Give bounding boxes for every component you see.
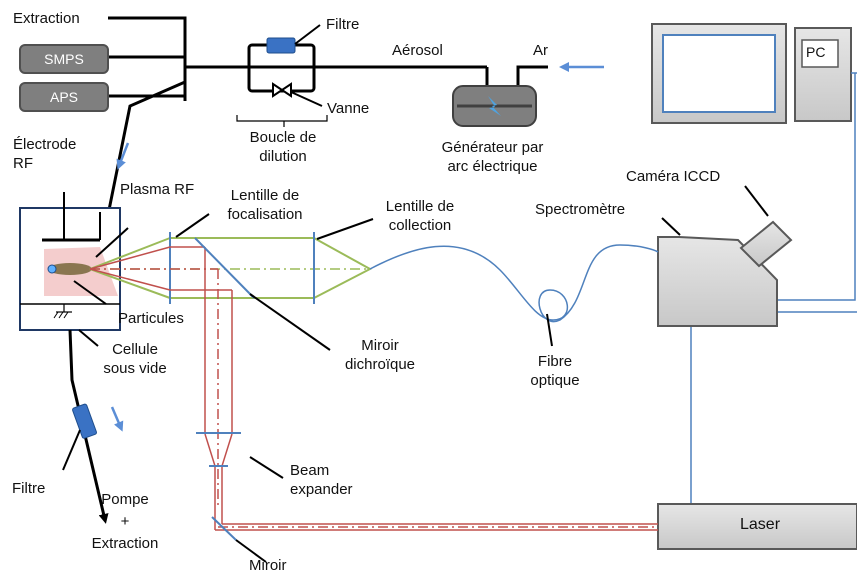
miroir-dich-leader	[249, 293, 331, 351]
lentille-foc-label: Lentille de focalisation	[205, 186, 325, 224]
spectrometre-label: Spectromètre	[535, 201, 626, 218]
extraction-top-label: Extraction	[13, 10, 80, 27]
exhaust-line	[68, 329, 109, 524]
plasma-label: Plasma RF	[120, 181, 195, 198]
spectrometer	[657, 220, 793, 327]
miroir-dich-label: Miroir dichroïque	[320, 336, 440, 374]
pompe-line1: Pompe	[101, 491, 149, 508]
particules-leader	[73, 280, 107, 305]
spectrometer-leader	[661, 217, 681, 236]
filter-top-leader	[294, 24, 321, 45]
boucle-line2: dilution	[259, 148, 307, 165]
generateur-label: Générateur par arc électrique	[420, 138, 565, 176]
valve-icon	[272, 82, 292, 98]
camera-label: Caméra ICCD	[626, 168, 721, 185]
smps-label: SMPS	[44, 51, 84, 67]
cellule-leader	[78, 329, 99, 347]
aps-box: APS	[19, 82, 109, 112]
laser-unit	[657, 503, 857, 550]
lentille-col-leader	[316, 218, 374, 240]
miroir-dich-line2: dichroïque	[344, 356, 416, 373]
ar-label: Ar	[533, 42, 548, 59]
electrode-line2: RF	[13, 155, 33, 172]
lentille-col-line2: collection	[388, 217, 452, 234]
arc-generator	[452, 85, 537, 127]
lentille-foc-leader	[175, 213, 210, 238]
lentille-col-line1: Lentille de	[385, 198, 455, 215]
miroir-bottom-label: Miroir	[249, 557, 287, 574]
cellule-label: Cellule sous vide	[80, 340, 190, 378]
bottom-mirror	[211, 516, 237, 541]
pc-label: PC	[806, 44, 826, 60]
laser-beam	[89, 246, 658, 531]
particules-label: Particules	[118, 310, 184, 327]
cellule-line1: Cellule	[112, 341, 158, 358]
fibre-leader	[546, 313, 553, 347]
pc-monitor	[651, 23, 787, 124]
pompe-line3: Extraction	[91, 535, 159, 552]
collection-optics	[89, 232, 373, 304]
filter-top	[266, 37, 296, 54]
miroir-dich-line1: Miroir	[361, 337, 399, 354]
electrode-label: Électrode RF	[13, 135, 76, 173]
flow-arrow-out	[110, 406, 124, 432]
cellule-line2: sous vide	[103, 360, 167, 377]
boucle-label: Boucle de dilution	[228, 128, 338, 166]
beam-leader	[249, 456, 284, 479]
generateur-line1: Générateur par	[441, 139, 544, 156]
vacuum-cell	[19, 192, 121, 331]
lentille-foc-line2: focalisation	[227, 206, 303, 223]
generateur-line2: arc électrique	[447, 158, 538, 175]
filtre-top-label: Filtre	[326, 16, 360, 33]
lentille-foc-line1: Lentille de	[230, 187, 300, 204]
vanne-label: Vanne	[327, 100, 370, 117]
beam-line2: expander	[290, 481, 353, 498]
electrode-leader	[25, 184, 35, 196]
beam-line1: Beam	[290, 462, 330, 479]
electrode-line1: Électrode	[13, 136, 77, 153]
fibre-label: Fibre optique	[510, 352, 600, 390]
miroir-leader	[235, 539, 267, 563]
laser-label: Laser	[740, 516, 781, 533]
pompe-line2: +	[120, 513, 130, 530]
fibre-line1: Fibre	[537, 353, 573, 370]
filtre-bottom-label: Filtre	[12, 480, 46, 497]
optical-fiber	[369, 244, 659, 323]
plasma-leader	[95, 227, 129, 258]
aps-label: APS	[49, 89, 78, 105]
lentille-col-label: Lentille de collection	[360, 197, 480, 235]
smps-box: SMPS	[19, 44, 109, 74]
pompe-label: Pompe + Extraction	[70, 490, 180, 553]
valve-leader	[290, 91, 323, 107]
dichroic-mirror	[194, 237, 255, 299]
fibre-line2: optique	[530, 372, 580, 389]
aerosol-label: Aérosol	[392, 42, 443, 59]
beam-label: Beam expander	[290, 461, 353, 499]
camera-leader	[744, 185, 769, 217]
filter-bottom	[72, 403, 97, 439]
pc-tower	[794, 27, 852, 122]
flow-arrow-in	[116, 142, 130, 170]
dilution-brace	[236, 115, 328, 127]
boucle-line1: Boucle de	[249, 129, 317, 146]
filter-bottom-leader	[62, 429, 81, 471]
